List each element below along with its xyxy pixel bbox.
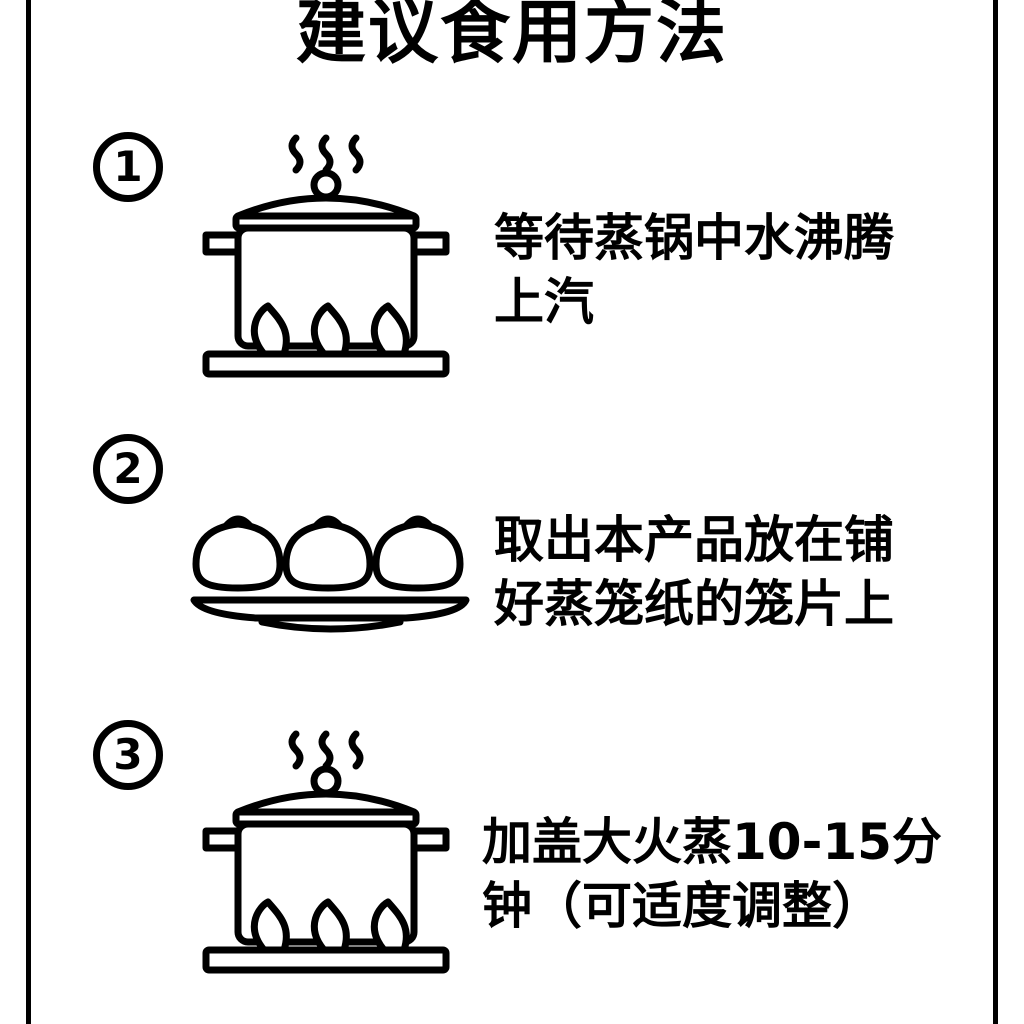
step-3-number-badge: 3 [93,720,163,790]
step-3-instruction: 加盖大火蒸10-15分 钟（可适度调整） [482,810,942,938]
step-1-instruction: 等待蒸锅中水沸腾 上汽 [494,206,894,334]
buns-on-plate-icon [190,515,470,633]
steaming-pot-icon [202,134,450,378]
step-3-line-1: 加盖大火蒸10-15分 [482,813,942,871]
step-1-line-1: 等待蒸锅中水沸腾 [494,209,894,267]
step-3-line-2: 钟（可适度调整） [482,877,882,935]
steaming-pot-icon [202,730,450,974]
step-2-line-1: 取出本产品放在铺 [494,511,894,569]
page-title: 建议食用方法 [296,0,728,73]
step-1-line-2: 上汽 [494,273,594,331]
step-1-number-badge: 1 [93,132,163,202]
step-2-number-badge: 2 [93,434,163,504]
step-2-line-2: 好蒸笼纸的笼片上 [494,575,894,633]
step-2-instruction: 取出本产品放在铺 好蒸笼纸的笼片上 [494,508,894,636]
page-border [26,0,998,1024]
